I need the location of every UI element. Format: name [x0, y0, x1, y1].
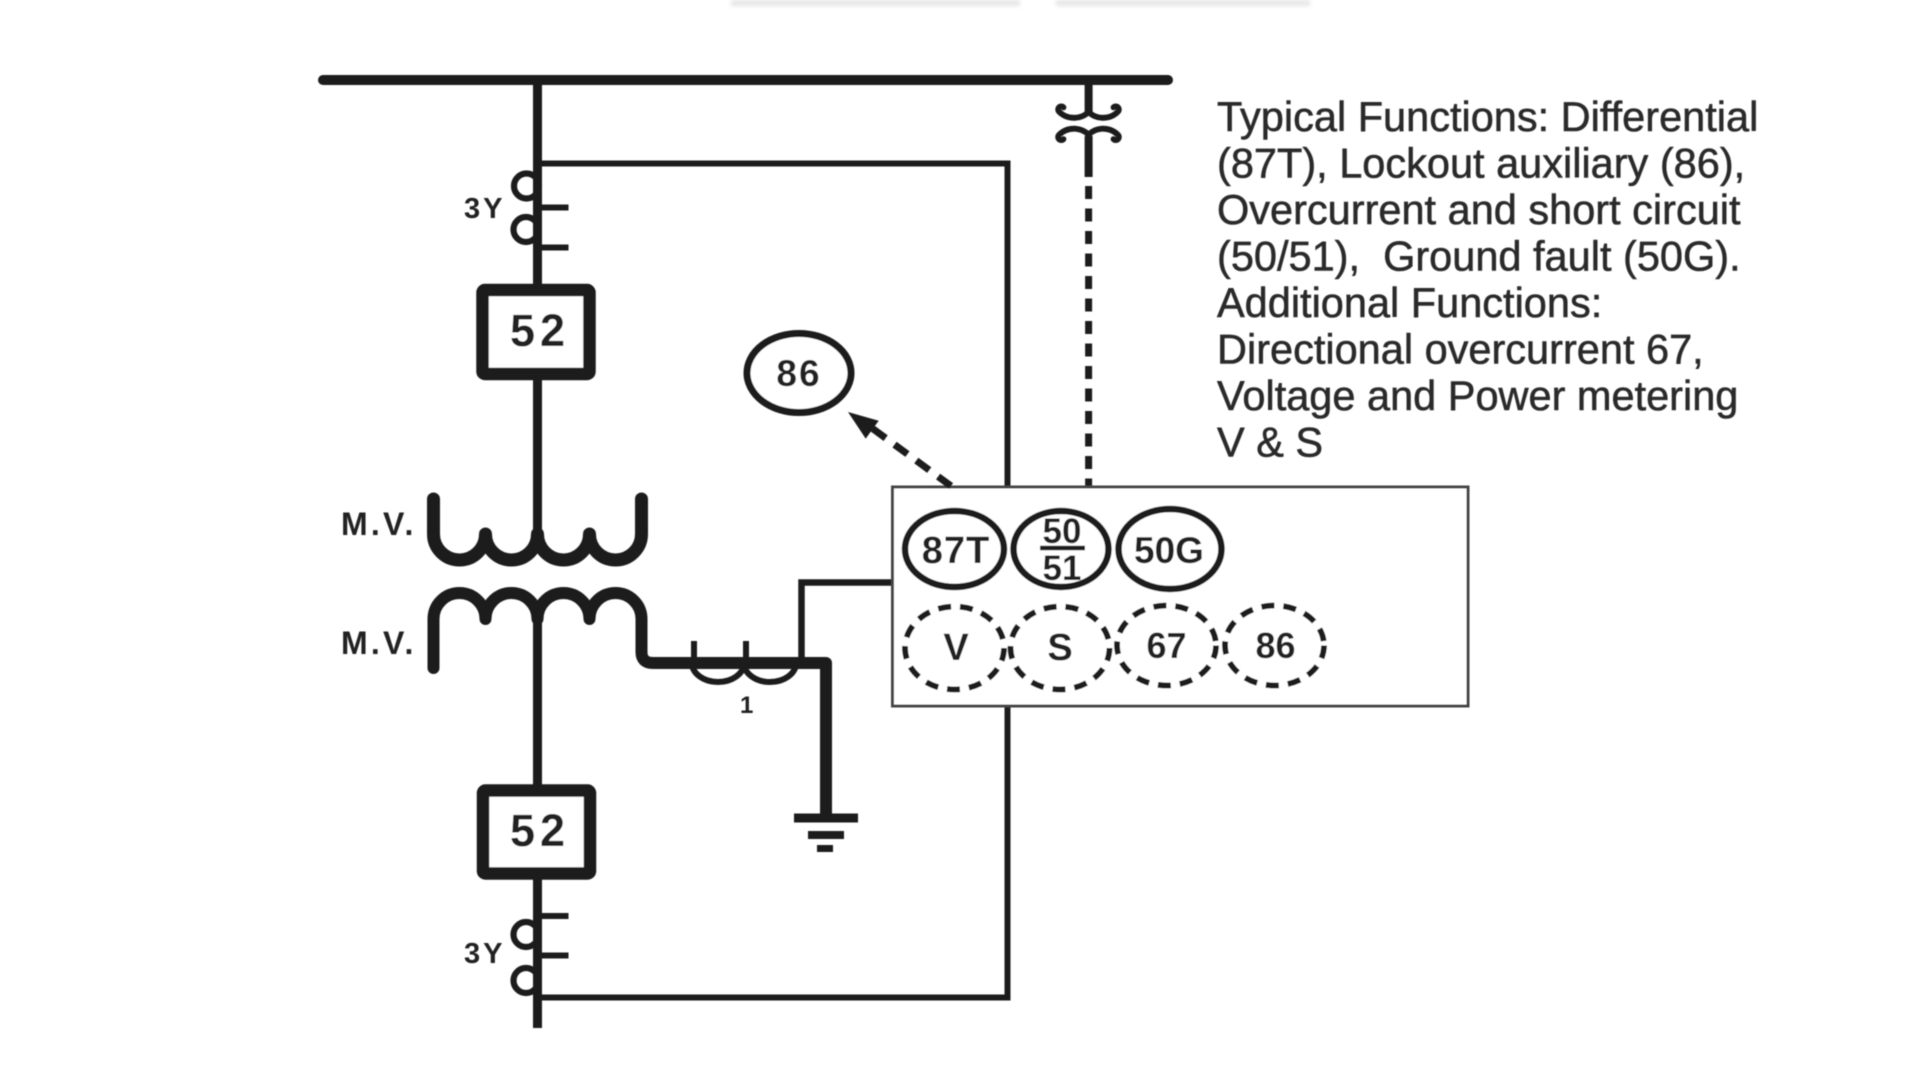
svg-text:Overcurrent and short circuit: Overcurrent and short circuit: [1217, 186, 1741, 233]
svg-text:67: 67: [1146, 625, 1186, 666]
svg-text:(50/51), Ground fault (50G).: (50/51), Ground fault (50G).: [1217, 233, 1741, 280]
svg-text:86: 86: [776, 353, 821, 394]
svg-text:M.V.: M.V.: [341, 625, 417, 661]
svg-text:Voltage and Power metering: Voltage and Power metering: [1217, 372, 1738, 419]
svg-text:Typical Functions: Differentia: Typical Functions: Differential: [1217, 93, 1758, 140]
svg-text:(87T), Lockout auxiliary (86),: (87T), Lockout auxiliary (86),: [1217, 140, 1745, 187]
svg-text:51: 51: [1043, 549, 1082, 588]
svg-text:50G: 50G: [1134, 530, 1204, 571]
svg-text:50: 50: [1043, 512, 1082, 551]
svg-text:52: 52: [510, 305, 570, 356]
svg-text:87T: 87T: [922, 530, 990, 572]
svg-text:V & S: V & S: [1217, 419, 1323, 466]
svg-text:3Y: 3Y: [464, 193, 505, 225]
svg-text:86: 86: [1255, 625, 1295, 666]
svg-text:S: S: [1047, 627, 1072, 669]
svg-text:52: 52: [510, 805, 570, 856]
svg-text:1: 1: [740, 692, 753, 719]
svg-text:V: V: [943, 627, 969, 669]
svg-text:M.V.: M.V.: [341, 506, 417, 542]
svg-text:Directional overcurrent 67,: Directional overcurrent 67,: [1217, 326, 1704, 373]
svg-text:Additional Functions:: Additional Functions:: [1217, 279, 1602, 326]
svg-text:3Y: 3Y: [464, 938, 505, 970]
